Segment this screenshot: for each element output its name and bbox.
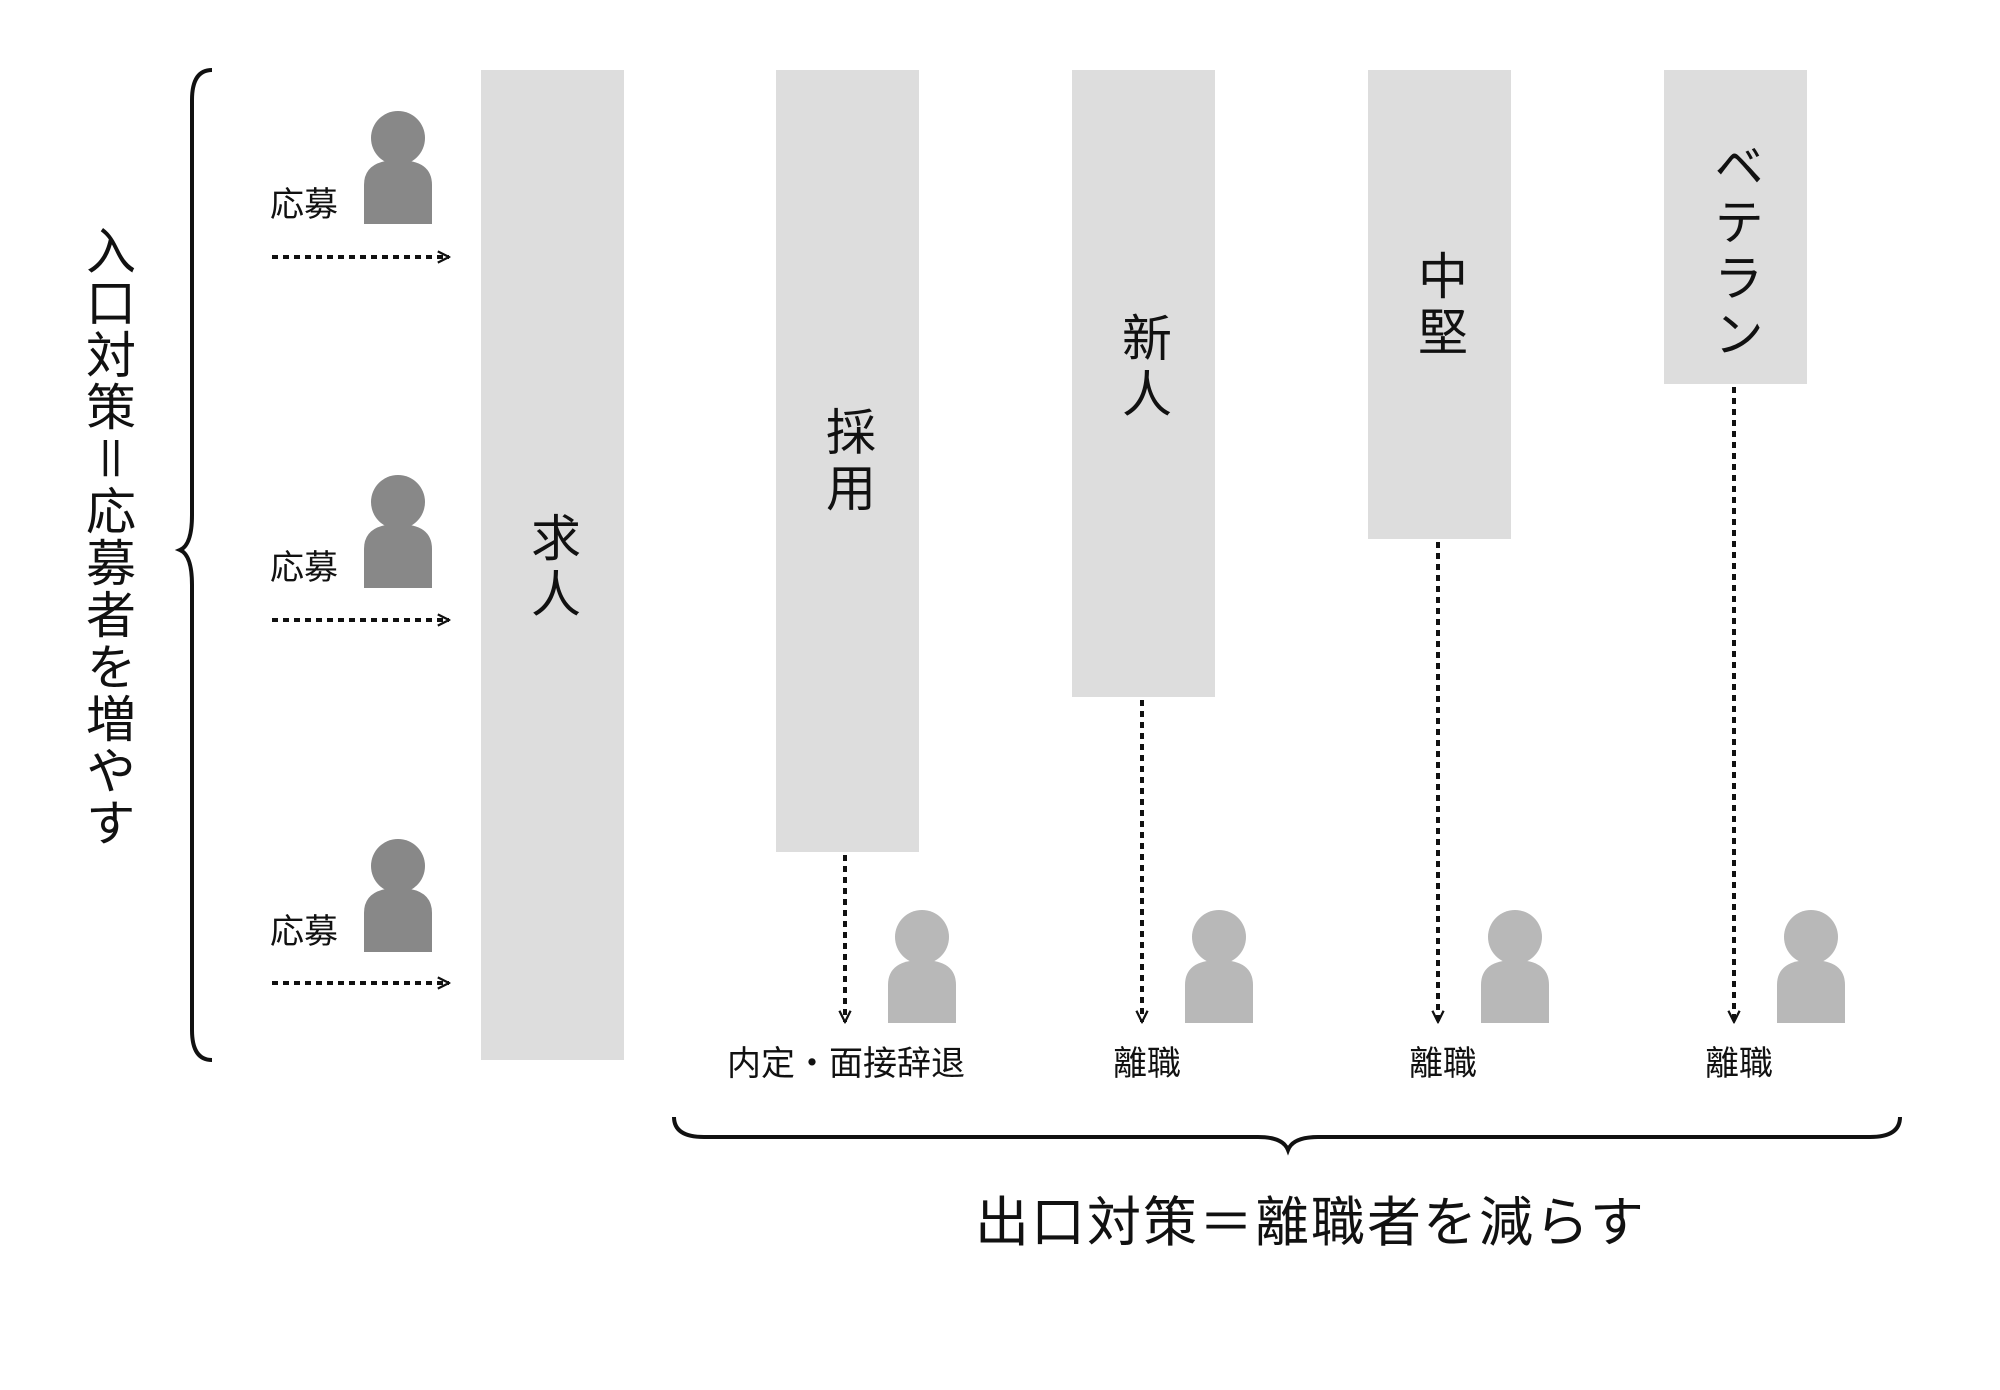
stage-label-recruiting: 求人 <box>523 512 581 624</box>
stage-label-hiring: 採用 <box>818 406 876 518</box>
stage-label-newcomer: 新人 <box>1114 312 1172 424</box>
bar-hiring <box>776 70 919 852</box>
person-icon <box>364 839 432 952</box>
bar-veteran <box>1664 70 1807 384</box>
person-icon <box>1185 910 1253 1023</box>
application-label: 応募 <box>270 548 338 588</box>
exit-strategy-label: 出口対策＝離職者を減らす <box>975 1191 1646 1254</box>
stage-label-veteran: ベテラン <box>1706 140 1764 364</box>
person-icon <box>1777 910 1845 1023</box>
bar-recruiting <box>481 70 624 1060</box>
person-icon <box>364 111 432 224</box>
entry-brace <box>174 68 213 1062</box>
application-label: 応募 <box>270 912 338 952</box>
stage-label-mid-career: 中堅 <box>1410 250 1468 362</box>
bar-newcomer <box>1072 70 1215 697</box>
outflow-label-mid-career: 離職 <box>1409 1044 1477 1084</box>
person-icon <box>888 910 956 1023</box>
person-icon <box>364 475 432 588</box>
outflow-label-newcomer: 離職 <box>1113 1044 1181 1084</box>
outflow-label-veteran: 離職 <box>1705 1044 1773 1084</box>
exit-brace <box>672 1116 1902 1156</box>
entry-strategy-label: 入口対策＝応募者を増やす <box>78 225 136 849</box>
outflow-label-hiring: 内定・面接辞退 <box>727 1044 965 1084</box>
application-label: 応募 <box>270 185 338 225</box>
bar-mid-career <box>1368 70 1511 539</box>
person-icon <box>1481 910 1549 1023</box>
